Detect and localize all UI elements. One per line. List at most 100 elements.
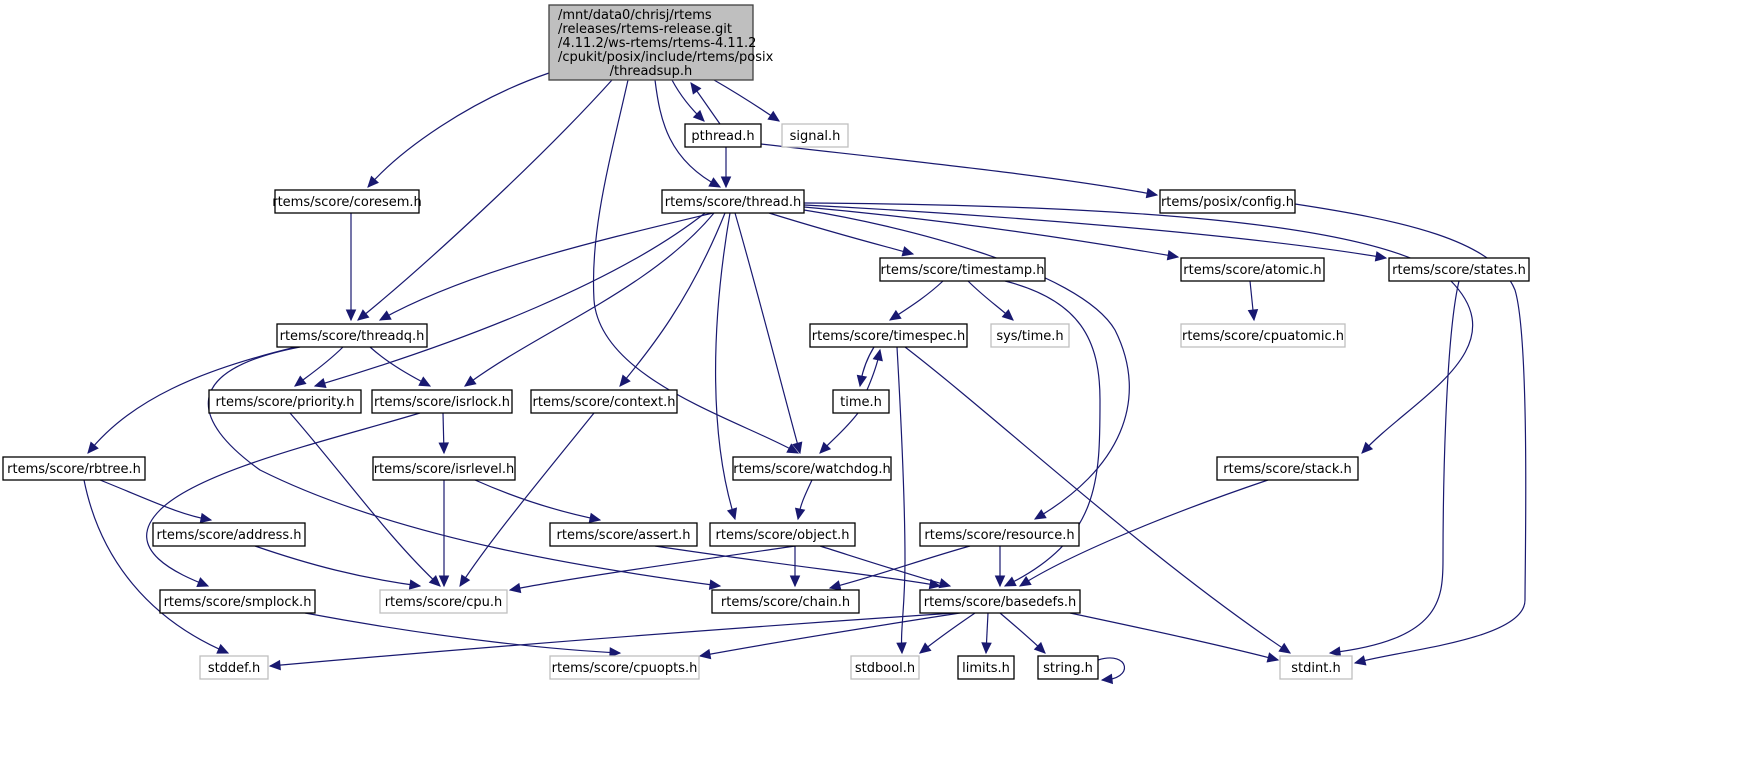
edge-line xyxy=(803,209,1130,520)
node-label: /threadsup.h xyxy=(610,64,693,79)
arrowhead-icon xyxy=(588,512,602,524)
node-isrlevel[interactable]: rtems/score/isrlevel.h xyxy=(372,456,516,481)
node-threadq[interactable]: rtems/score/threadq.h xyxy=(276,323,428,348)
arrowhead-icon xyxy=(786,443,800,454)
edge-timespec-to-stdbool xyxy=(896,346,907,655)
edge-threadsup-to-thread xyxy=(654,79,722,188)
node-label: rtems/score/assert.h xyxy=(557,528,691,543)
node-states[interactable]: rtems/score/states.h xyxy=(1388,257,1530,282)
node-address[interactable]: rtems/score/address.h xyxy=(152,522,306,547)
arrowhead-icon xyxy=(1100,673,1114,685)
node-stddef[interactable]: stddef.h xyxy=(199,655,269,680)
node-stack[interactable]: rtems/score/stack.h xyxy=(1216,456,1359,481)
node-box xyxy=(919,589,1081,614)
edge-stack-to-basedefs xyxy=(1018,479,1269,587)
arrowhead-icon xyxy=(1247,309,1259,322)
edge-threadq-to-chain xyxy=(207,346,722,590)
node-label: stdint.h xyxy=(1291,661,1340,676)
node-box xyxy=(832,389,890,414)
edge-priority-to-cpu xyxy=(289,412,441,587)
edge-line xyxy=(459,412,595,587)
node-object[interactable]: rtems/score/object.h xyxy=(709,522,856,547)
arrowhead-icon xyxy=(357,309,370,321)
edge-resource-to-basedefs xyxy=(994,546,1006,588)
node-timeh[interactable]: time.h xyxy=(832,389,890,414)
node-stdbool[interactable]: stdbool.h xyxy=(850,655,920,680)
edge-basedefs-to-stdint xyxy=(1069,612,1280,663)
arrowhead-icon xyxy=(1003,576,1017,587)
node-box xyxy=(276,323,428,348)
node-box xyxy=(684,123,762,148)
edge-line xyxy=(1294,203,1527,664)
node-label: rtems/score/priority.h xyxy=(216,395,355,410)
node-stdint[interactable]: stdint.h xyxy=(1279,655,1353,680)
node-box xyxy=(530,389,678,414)
edge-address-to-cpu xyxy=(254,545,422,590)
node-resource[interactable]: rtems/score/resource.h xyxy=(919,522,1080,547)
arrowhead-icon xyxy=(1001,309,1014,321)
node-chain[interactable]: rtems/score/chain.h xyxy=(711,589,860,614)
node-coresem[interactable]: rtems/score/coresem.h xyxy=(272,189,422,214)
arrowhead-icon xyxy=(1361,441,1374,454)
arrowhead-icon xyxy=(345,309,357,322)
arrowhead-icon xyxy=(1145,187,1159,199)
edge-line xyxy=(803,206,1179,258)
node-string[interactable]: string.h xyxy=(1037,655,1099,680)
edge-pthread-to-threadsup xyxy=(690,82,721,125)
node-label: rtems/score/coresem.h xyxy=(272,195,422,210)
edge-basedefs-to-stddef xyxy=(268,612,956,671)
node-label: rtems/score/isrlock.h xyxy=(374,395,510,410)
arrowhead-icon xyxy=(828,580,842,591)
node-label: rtems/score/basedefs.h xyxy=(924,595,1077,610)
node-signal[interactable]: signal.h xyxy=(781,123,849,148)
node-assert[interactable]: rtems/score/assert.h xyxy=(549,522,698,547)
edge-timespec-to-timeh xyxy=(856,346,875,388)
node-box xyxy=(732,456,892,481)
node-cpu[interactable]: rtems/score/cpu.h xyxy=(379,589,508,614)
edge-smplock-to-cpuopts xyxy=(304,612,622,658)
arrowhead-icon xyxy=(1374,251,1388,262)
edge-line xyxy=(1329,280,1460,654)
node-posixconfig[interactable]: rtems/posix/config.h xyxy=(1159,189,1296,214)
node-label: rtems/score/rbtree.h xyxy=(7,462,141,477)
node-atomic[interactable]: rtems/score/atomic.h xyxy=(1180,257,1325,282)
edge-timestamp-to-timespec xyxy=(888,280,944,321)
node-box xyxy=(549,522,698,547)
edge-threadq-to-isrlock xyxy=(369,346,432,387)
node-basedefs[interactable]: rtems/score/basedefs.h xyxy=(919,589,1081,614)
node-pthread[interactable]: pthread.h xyxy=(684,123,762,148)
node-timestamp[interactable]: rtems/score/timestamp.h xyxy=(879,257,1046,282)
node-cpuatomic[interactable]: rtems/score/cpuatomic.h xyxy=(1180,323,1346,348)
node-priority[interactable]: rtems/score/priority.h xyxy=(208,389,362,414)
node-isrlock[interactable]: rtems/score/isrlock.h xyxy=(371,389,513,414)
node-cpuopts[interactable]: rtems/score/cpuopts.h xyxy=(549,655,700,680)
node-thread[interactable]: rtems/score/thread.h xyxy=(661,189,805,214)
edge-line xyxy=(699,612,961,657)
edge-atomic-to-cpuatomic xyxy=(1247,280,1259,322)
node-label: time.h xyxy=(840,395,882,410)
edge-thread-to-context xyxy=(619,212,726,387)
edge-thread-to-threadq xyxy=(378,212,714,321)
edge-line xyxy=(304,612,621,654)
arrowhead-icon xyxy=(268,659,281,671)
node-systime[interactable]: sys/time.h xyxy=(990,323,1070,348)
edge-line xyxy=(207,346,721,587)
node-smplock[interactable]: rtems/score/smplock.h xyxy=(159,589,316,614)
arrowhead-icon xyxy=(619,374,631,387)
node-limits[interactable]: limits.h xyxy=(957,655,1015,680)
node-label: /cpukit/posix/include/rtems/posix xyxy=(558,50,774,65)
edge-line xyxy=(713,79,780,122)
node-timespec[interactable]: rtems/score/timespec.h xyxy=(809,323,968,348)
node-box xyxy=(379,589,508,614)
arrowhead-icon xyxy=(819,441,832,454)
arrowhead-icon xyxy=(888,309,902,321)
node-label: rtems/score/threadq.h xyxy=(280,329,425,344)
node-rbtree[interactable]: rtems/score/rbtree.h xyxy=(2,456,146,481)
node-watchdog[interactable]: rtems/score/watchdog.h xyxy=(732,456,892,481)
arrowhead-icon xyxy=(698,648,712,660)
node-box xyxy=(199,655,269,680)
node-context[interactable]: rtems/score/context.h xyxy=(530,389,678,414)
edge-line xyxy=(768,212,914,255)
arrowhead-icon xyxy=(981,642,992,655)
arrowhead-icon xyxy=(692,109,705,122)
